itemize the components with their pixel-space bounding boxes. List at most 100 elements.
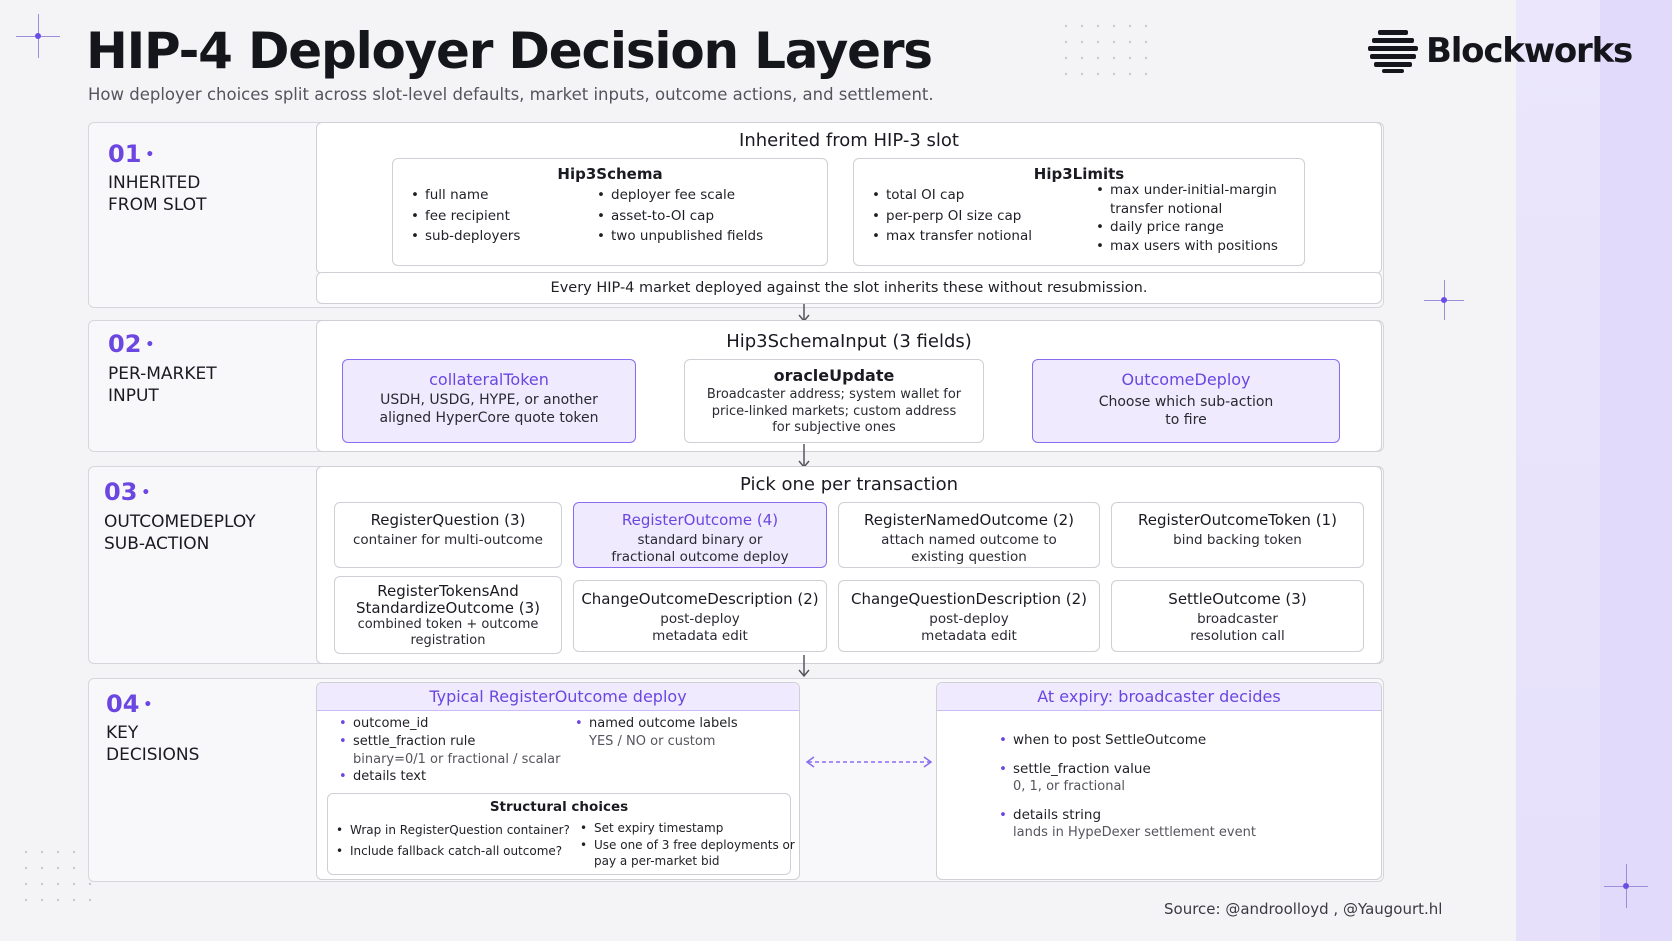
card-line: for subjective ones: [772, 420, 896, 435]
layer-number: 01•: [108, 140, 155, 168]
hip3schema-title: Hip3Schema: [557, 165, 663, 183]
inherited-title: Inherited from HIP-3 slot: [739, 130, 959, 151]
card-title: RegisterOutcome (4): [621, 511, 779, 529]
panel-header: Typical RegisterOutcome deploy: [317, 683, 799, 711]
card-line: Broadcaster address; system wallet for: [706, 387, 962, 402]
dot-grid-decoration: [24, 850, 92, 902]
layer-number: 03•: [104, 478, 151, 506]
layer-number: 04•: [106, 690, 153, 718]
card-line: bind backing token: [1173, 532, 1302, 548]
change-outcome-description-card: ChangeOutcomeDescription (2) post-deploy…: [573, 580, 827, 652]
list-item: Set expiry timestamp: [578, 820, 795, 837]
list-item: max transfer notional: [870, 226, 1032, 247]
inherited-footer-text: Every HIP-4 market deployed against the …: [550, 280, 1148, 296]
list-item-sub: lands in HypeDexer settlement event: [1013, 825, 1256, 840]
card-line: resolution call: [1190, 628, 1285, 644]
card-title: SettleOutcome (3): [1168, 590, 1307, 608]
list-item-continuation: transfer notional: [1110, 200, 1223, 217]
card-line: USDH, USDG, HYPE, or another: [380, 392, 598, 408]
dot-grid-decoration: [1064, 24, 1148, 76]
hip3limits-card: Hip3Limits total OI cap per-perp OI size…: [853, 158, 1305, 266]
card-title-continued: StandardizeOutcome (3): [356, 599, 540, 617]
blockworks-logo-icon: [1368, 30, 1418, 73]
sub-action-title: Pick one per transaction: [739, 474, 959, 495]
hip3limits-list-right: max under-initial-margin transfer notion…: [1094, 181, 1278, 255]
structural-list-left: Wrap in RegisterQuestion container? Incl…: [334, 820, 570, 862]
bidirectional-arrow-icon: [805, 756, 933, 768]
page-title: HIP-4 Deployer Decision Layers: [86, 22, 933, 80]
hip3limits-title: Hip3Limits: [1033, 165, 1125, 183]
brand-name: Blockworks: [1426, 31, 1633, 71]
crosshair-icon: [16, 14, 60, 58]
list-item-label: when to post SettleOutcome: [1013, 732, 1207, 748]
settle-outcome-card: SettleOutcome (3) broadcaster resolution…: [1111, 580, 1364, 652]
card-title: ChangeOutcomeDescription (2): [581, 590, 819, 608]
register-outcome-token-card: RegisterOutcomeToken (1) bind backing to…: [1111, 502, 1364, 568]
list-item: max users with positions: [1094, 237, 1278, 256]
card-line: price-linked markets; custom address: [711, 403, 957, 419]
hip3schema-list-right: deployer fee scale asset-to-OI cap two u…: [595, 185, 763, 247]
card-line: standard binary or: [637, 532, 763, 548]
layer-label: KEY DECISIONS: [106, 723, 200, 765]
register-tokens-standardize-card: RegisterTokensAnd StandardizeOutcome (3)…: [334, 576, 562, 654]
list-item: sub-deployers: [409, 226, 520, 247]
oracle-update-card: oracleUpdate Broadcaster address; system…: [684, 359, 984, 443]
list-item: total OI cap: [870, 185, 1032, 206]
card-line: post-deploy: [929, 611, 1009, 627]
schema-input-title: Hip3SchemaInput (3 fields): [726, 331, 972, 352]
card-line: Choose which sub-action: [1098, 394, 1274, 410]
layer-number: 02•: [108, 330, 155, 358]
list-item: full name: [409, 185, 520, 206]
card-line: registration: [410, 633, 486, 648]
card-line: attach named outcome to: [881, 532, 1057, 548]
card-line: aligned HyperCore quote token: [379, 410, 599, 426]
structural-choices-box: Structural choices Wrap in RegisterQuest…: [327, 793, 795, 875]
card-body: Choose which sub-action to fire: [1033, 393, 1339, 429]
register-outcome-card: RegisterOutcome (4) standard binary or f…: [573, 502, 827, 568]
list-item-label: details string: [1013, 807, 1102, 823]
list-item: deployer fee scale: [595, 185, 763, 206]
list-item: outcome_id: [337, 715, 560, 733]
outcome-deploy-card: OutcomeDeploy Choose which sub-action to…: [1032, 359, 1340, 443]
list-item-label: settle_fraction value: [1013, 761, 1151, 777]
list-item: Wrap in RegisterQuestion container?: [334, 820, 570, 841]
down-arrow-icon: [798, 655, 810, 678]
hip3schema-list-left: full name fee recipient sub-deployers: [409, 185, 520, 247]
expiry-list: when to post SettleOutcome settle_fracti…: [997, 731, 1256, 841]
inherited-footer: Every HIP-4 market deployed against the …: [316, 272, 1382, 304]
card-line: metadata edit: [652, 628, 748, 644]
card-title: RegisterNamedOutcome (2): [863, 511, 1074, 529]
list-item: asset-to-OI cap: [595, 206, 763, 227]
list-item: details string lands in HypeDexer settlem…: [997, 806, 1256, 841]
collateral-token-card: collateralToken USDH, USDG, HYPE, or ano…: [342, 359, 636, 443]
deploy-list-left: outcome_id settle_fraction rulebinary=0/…: [337, 715, 560, 786]
card-title: OutcomeDeploy: [1121, 370, 1251, 389]
broadcaster-expiry-panel: At expiry: broadcaster decides when to p…: [936, 682, 1382, 880]
list-item-label: outcome_id: [353, 716, 429, 731]
card-title: RegisterQuestion (3): [370, 511, 526, 529]
card-line: metadata edit: [921, 628, 1017, 644]
list-item-sub: YES / NO or custom: [589, 734, 716, 749]
list-item: fee recipient: [409, 206, 520, 227]
list-item-label: settle_fraction rule: [353, 734, 476, 749]
card-line: to fire: [1165, 412, 1207, 428]
crosshair-icon: [1424, 280, 1464, 320]
layer-label: PER-MARKET INPUT: [108, 364, 217, 406]
list-item: transfer notional: [1094, 200, 1278, 219]
list-item: Include fallback catch-all outcome?: [334, 841, 570, 862]
list-item: two unpublished fields: [595, 226, 763, 247]
card-line: post-deploy: [660, 611, 740, 627]
card-line: broadcaster: [1197, 611, 1278, 627]
list-item: pay a per-market bid: [594, 854, 720, 868]
register-question-card: RegisterQuestion (3) container for multi…: [334, 502, 562, 568]
crosshair-icon: [1604, 864, 1648, 908]
list-item: details text: [337, 768, 560, 786]
list-item: per-perp OI size cap: [870, 206, 1032, 227]
register-named-outcome-card: RegisterNamedOutcome (2) attach named ou…: [838, 502, 1100, 568]
card-body: Broadcaster address; system wallet for p…: [685, 387, 983, 437]
card-line: fractional outcome deploy: [611, 549, 789, 565]
card-title: ChangeQuestionDescription (2): [851, 590, 1087, 608]
decorative-side-panel: [1516, 0, 1672, 941]
